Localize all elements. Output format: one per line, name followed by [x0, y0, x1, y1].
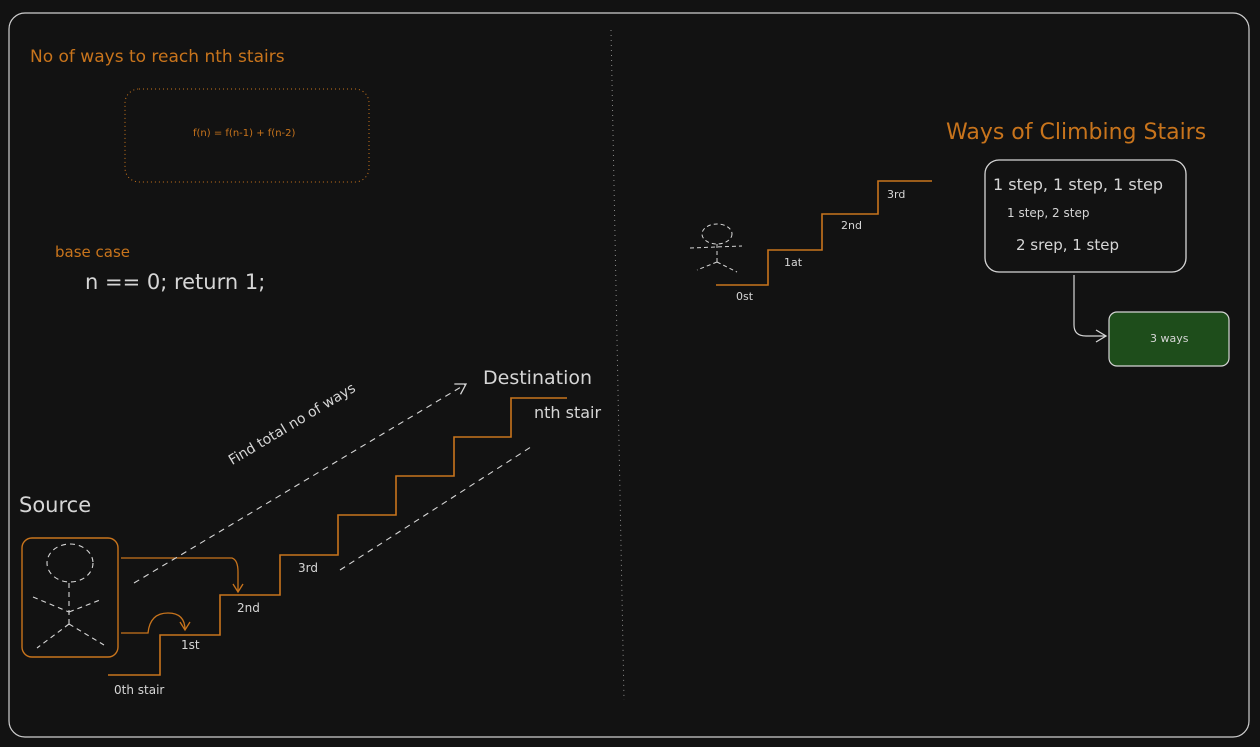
- right-stair-label-2: 2nd: [841, 219, 862, 232]
- source-box: [21, 537, 119, 658]
- stair-label-3: 3rd: [298, 561, 318, 575]
- right-title: Ways of Climbing Stairs: [946, 120, 1207, 145]
- find-ways-arrow: [133, 383, 468, 584]
- right-stair-label-1: 1at: [784, 256, 803, 269]
- arrow-to-1st: [121, 612, 191, 634]
- nth-stair-label: nth stair: [534, 403, 602, 422]
- ways-box: [984, 159, 1187, 273]
- right-stair-label-3: 3rd: [887, 188, 906, 201]
- way-option-1: 1 step, 1 step, 1 step: [993, 175, 1163, 194]
- base-case-label: base case: [55, 243, 131, 261]
- formula-box: [124, 88, 370, 183]
- result-box: [1108, 311, 1230, 367]
- small-stick-figure-icon: [689, 223, 743, 273]
- arrow-to-2nd: [121, 557, 244, 594]
- result-label: 3 ways: [1150, 332, 1189, 345]
- way-option-3: 2 srep, 1 step: [1016, 236, 1120, 254]
- right-stair-label-0: 0st: [736, 290, 754, 303]
- stair-label-1: 1st: [181, 638, 200, 652]
- formula-text: f(n) = f(n-1) + f(n-2): [193, 128, 296, 139]
- source-label: Source: [19, 493, 92, 517]
- center-divider: [610, 29, 625, 701]
- destination-label: Destination: [483, 367, 593, 389]
- stair-label-0: 0th stair: [114, 683, 165, 697]
- frame-border: [8, 12, 1250, 738]
- way-option-2: 1 step, 2 step: [1007, 206, 1090, 220]
- stick-figure-icon: [32, 543, 105, 649]
- arrow-to-result: [1073, 275, 1108, 343]
- stair-label-2: 2nd: [237, 601, 260, 615]
- page-title: No of ways to reach nth stairs: [30, 47, 285, 67]
- parallel-dashed-line: [339, 444, 535, 571]
- right-staircase: [716, 180, 932, 286]
- left-staircase: [108, 397, 567, 676]
- base-case-code: n == 0; return 1;: [85, 270, 266, 294]
